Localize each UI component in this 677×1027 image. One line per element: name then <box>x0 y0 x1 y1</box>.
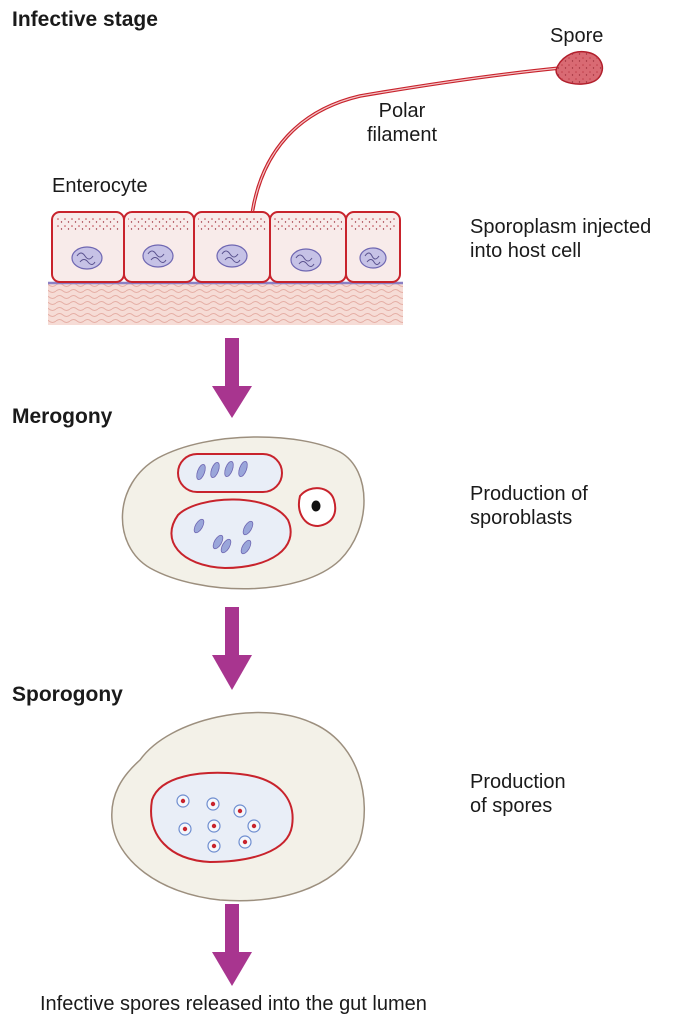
spore-dot <box>207 798 219 810</box>
arrow-down-icon <box>212 607 252 690</box>
infected-enterocyte-cell <box>194 212 270 282</box>
enterocyte-cell <box>52 212 124 282</box>
spore-dot <box>208 840 220 852</box>
spore-dot <box>239 836 251 848</box>
enterocyte-cell <box>346 212 400 282</box>
enterocyte-cell <box>124 212 194 282</box>
enterocyte-cell <box>270 212 346 282</box>
spore-dot <box>208 820 220 832</box>
arrow-down-icon <box>212 338 252 418</box>
spore-dot <box>179 823 191 835</box>
sporoblast-vacuole <box>171 499 290 568</box>
sporogony-host-cell <box>112 713 365 901</box>
spore-dot <box>234 805 246 817</box>
merogony-host-cell <box>122 437 364 589</box>
host-nucleus <box>299 488 335 526</box>
enterocyte-layer <box>48 212 403 325</box>
polar-filament <box>252 68 560 214</box>
spore-dot <box>177 795 189 807</box>
spore-icon <box>556 52 602 84</box>
spore-dot <box>248 820 260 832</box>
arrow-down-icon <box>212 904 252 986</box>
meront-vacuole <box>178 454 282 492</box>
spore-vacuole <box>151 773 293 862</box>
